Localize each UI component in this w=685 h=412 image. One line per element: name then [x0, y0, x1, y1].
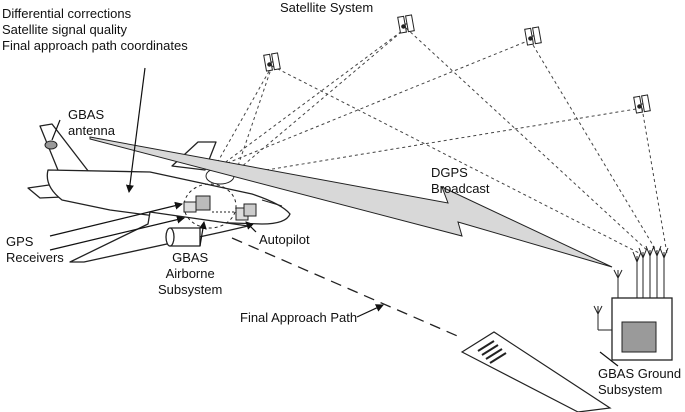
- final-approach-path-label: Final Approach Path: [240, 310, 358, 325]
- gps-receivers-label-line: Receivers: [6, 250, 64, 265]
- gbas-airborne-label: GBAS Airborne Subsystem: [158, 250, 222, 298]
- satellite-icon: [263, 52, 281, 72]
- gbas-antenna-icon: [44, 140, 58, 150]
- gps-receiver-icon: [183, 195, 211, 213]
- gbas-antenna-label-line: GBAS: [68, 107, 105, 122]
- gbas-antenna-label: GBAS antenna: [68, 107, 115, 139]
- ground-station-icon: [593, 245, 673, 361]
- gps-receivers-label: GPS Receivers: [6, 234, 64, 266]
- autopilot-label: Autopilot: [259, 232, 310, 247]
- airborne-subsystem-outline: [183, 183, 237, 229]
- info-item: Final approach path coordinates: [2, 38, 188, 53]
- satellite-system-label: Satellite System: [280, 0, 374, 15]
- info-item: Differential corrections: [2, 6, 132, 21]
- satellite-icon: [633, 94, 651, 114]
- autopilot-icon: [235, 203, 257, 221]
- satellite-icon: [524, 26, 542, 46]
- satellite-icon: [397, 14, 415, 34]
- gbas-airborne-label-line: Airborne: [165, 266, 215, 281]
- gbas-ground-label-line: Subsystem: [598, 382, 663, 397]
- leader-lines: [49, 67, 619, 367]
- runway-icon: [460, 331, 612, 412]
- final-approach-path: [231, 237, 463, 339]
- dgps-broadcast-label-line: Broadcast: [431, 181, 490, 196]
- gbas-airborne-label-line: GBAS: [172, 250, 209, 265]
- info-item: Satellite signal quality: [2, 22, 128, 37]
- gbas-ground-label: GBAS Ground Subsystem: [598, 366, 681, 398]
- info-list: Differential corrections Satellite signa…: [2, 6, 188, 54]
- satellite-to-aircraft-links: [211, 27, 643, 177]
- cockpit-window: [261, 199, 283, 207]
- gbas-airborne-label-line: Subsystem: [158, 282, 223, 297]
- gbas-antenna-label-line: antenna: [68, 123, 115, 138]
- dgps-broadcast-label: DGPS Broadcast: [431, 165, 490, 197]
- gps-receivers-label-line: GPS: [6, 234, 34, 249]
- lightning-bolt-icon: [89, 136, 613, 268]
- satellite-to-ground-links: [271, 27, 668, 255]
- aircraft-icon: [27, 123, 291, 263]
- gbas-ground-label-line: GBAS Ground: [598, 366, 682, 381]
- dgps-broadcast-label-line: DGPS: [431, 165, 468, 180]
